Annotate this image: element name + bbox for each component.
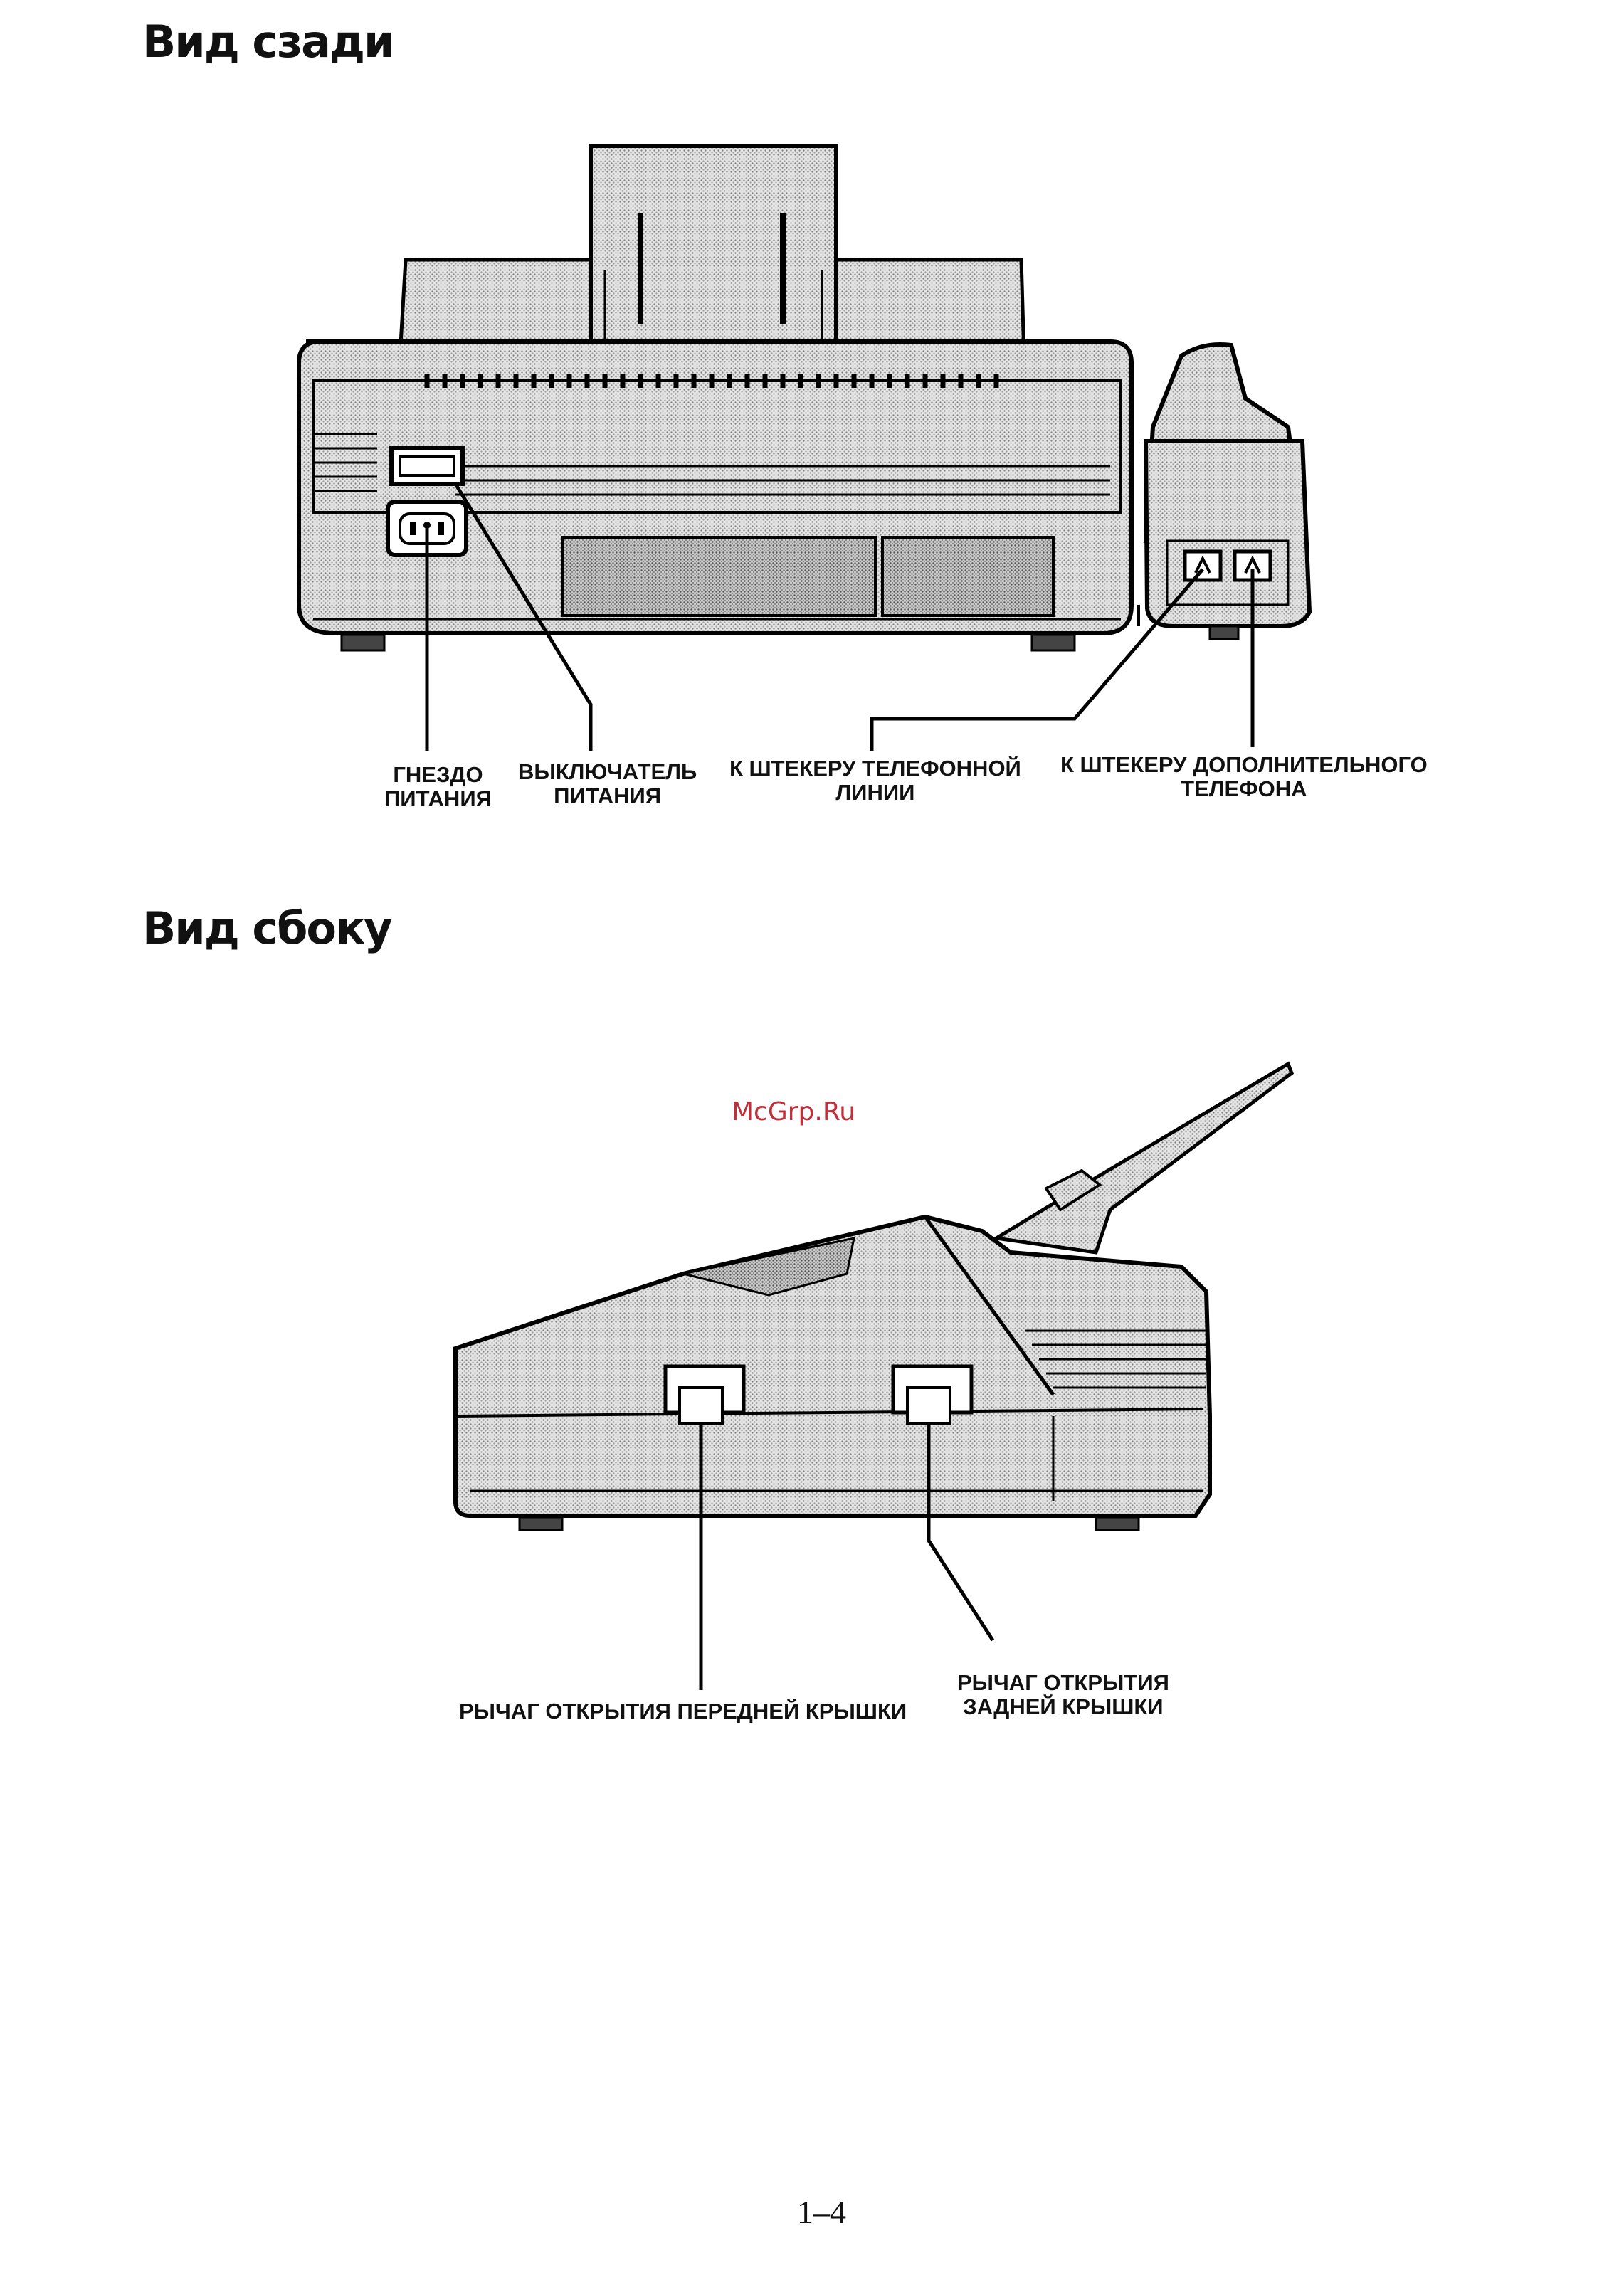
side-view-drawing bbox=[0, 996, 1624, 1779]
side-view-heading: Вид сбоку bbox=[142, 902, 391, 954]
side-paper-support bbox=[996, 1064, 1292, 1252]
side-main-body bbox=[455, 1217, 1210, 1530]
power-switch[interactable] bbox=[391, 448, 463, 484]
callout-extension-jack: К ШТЕКЕРУ ДОПОЛНИТЕЛЬНОГО ТЕЛЕФОНА bbox=[1060, 753, 1428, 801]
fax-main-body bbox=[299, 342, 1132, 650]
rear-view-drawing bbox=[0, 0, 1624, 854]
callout-rear-cover-lever: РЫЧАГ ОТКРЫТИЯ ЗАДНЕЙ КРЫШКИ bbox=[957, 1671, 1169, 1719]
handset-unit bbox=[1139, 344, 1309, 639]
callout-power-socket: ГНЕЗДО ПИТАНИЯ bbox=[384, 763, 492, 811]
line-jack[interactable] bbox=[1185, 551, 1220, 580]
callout-power-switch: ВЫКЛЮЧАТЕЛЬ ПИТАНИЯ bbox=[518, 760, 697, 808]
callout-front-cover-lever: РЫЧАГ ОТКРЫТИЯ ПЕРЕДНЕЙ КРЫШКИ bbox=[459, 1699, 907, 1723]
page-number: 1–4 bbox=[797, 2193, 846, 2231]
callout-line-jack: К ШТЕКЕРУ ТЕЛЕФОННОЙ ЛИНИИ bbox=[729, 756, 1021, 805]
